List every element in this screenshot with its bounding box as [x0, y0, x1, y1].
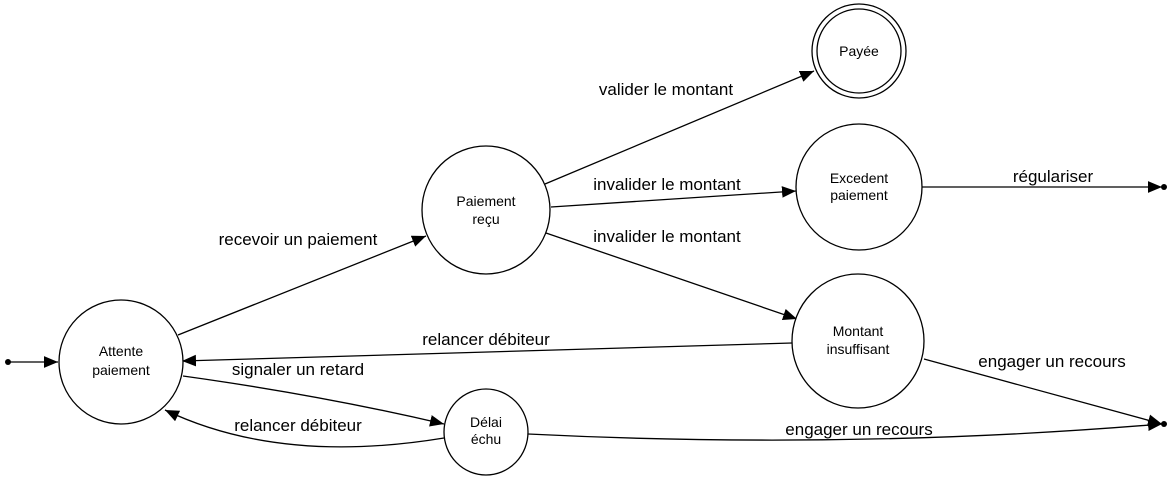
- edge-line: [181, 342, 793, 367]
- edge-label: invalider le montant: [593, 175, 741, 194]
- transition-insuffisant-end2: engager un recours: [923, 352, 1163, 426]
- state-label-line1: Attente: [99, 343, 144, 359]
- transition-delai-end2: engager un recours: [527, 419, 1167, 441]
- transition-recu-payee: valider le montant: [544, 70, 815, 185]
- transition-attente-recu: recevoir un paiement: [177, 230, 427, 336]
- transition-start-attente: [5, 356, 58, 368]
- terminal-dot: [1161, 421, 1167, 427]
- state-label-line1: Délai: [470, 414, 502, 430]
- state-circle: [58, 299, 184, 425]
- state-circle: [421, 145, 551, 275]
- edge-label: régulariser: [1013, 167, 1094, 186]
- state-label-line1: Montant: [833, 323, 884, 339]
- edge-label: relancer débiteur: [234, 416, 362, 435]
- state-label-line1: Excedent: [830, 170, 888, 186]
- transition-insuffisant-attente: relancer débiteur: [181, 330, 793, 367]
- edge-label: engager un recours: [785, 420, 932, 439]
- edge-label: recevoir un paiement: [219, 230, 378, 249]
- edge-line: [527, 419, 1163, 441]
- edge-line: [923, 358, 1163, 426]
- transition-recu-insuffisant: invalider le montant: [545, 227, 798, 320]
- state-delai-echu[interactable]: Délai échu: [443, 388, 529, 476]
- edge-line: [182, 375, 445, 427]
- edge-label: relancer débiteur: [422, 330, 550, 349]
- state-circle: [795, 123, 923, 251]
- state-excedent-paiement[interactable]: Excedent paiement: [795, 123, 923, 251]
- edge-label: engager un recours: [978, 352, 1125, 371]
- edge-label: invalider le montant: [593, 227, 741, 246]
- state-label-line2: reçu: [472, 211, 499, 227]
- edge-line: [544, 70, 815, 185]
- edge-line: [177, 235, 427, 336]
- state-label-line2: échu: [471, 431, 501, 447]
- state-label-line2: paiement: [92, 362, 150, 378]
- edge-line: [164, 409, 445, 448]
- edge-line: [550, 186, 797, 208]
- final-state-inner-circle: [816, 8, 902, 94]
- state-montant-insuffisant[interactable]: Montant insuffisant: [791, 273, 925, 409]
- initial-pseudostate-dot: [5, 359, 11, 365]
- state-payee-final[interactable]: Payée: [811, 3, 907, 99]
- transition-recu-excedent: invalider le montant: [550, 175, 797, 208]
- edge-line: [545, 232, 798, 320]
- state-label-line1: Paiement: [456, 193, 515, 209]
- state-label-line1: Payée: [839, 43, 879, 59]
- transition-delai-attente: relancer débiteur: [164, 409, 445, 448]
- state-circle: [443, 388, 529, 476]
- edge-label: valider le montant: [599, 80, 733, 99]
- state-attente-paiement[interactable]: Attente paiement: [58, 299, 184, 425]
- transition-excedent-end1: régulariser: [922, 167, 1167, 193]
- state-label-line2: insuffisant: [827, 341, 890, 357]
- transition-attente-delai: signaler un retard: [182, 360, 445, 427]
- state-paiement-recu[interactable]: Paiement reçu: [421, 145, 551, 275]
- state-circle: [791, 273, 925, 409]
- edge-label: signaler un retard: [232, 360, 364, 379]
- state-label-line2: paiement: [830, 187, 888, 203]
- terminal-dot: [1161, 184, 1167, 190]
